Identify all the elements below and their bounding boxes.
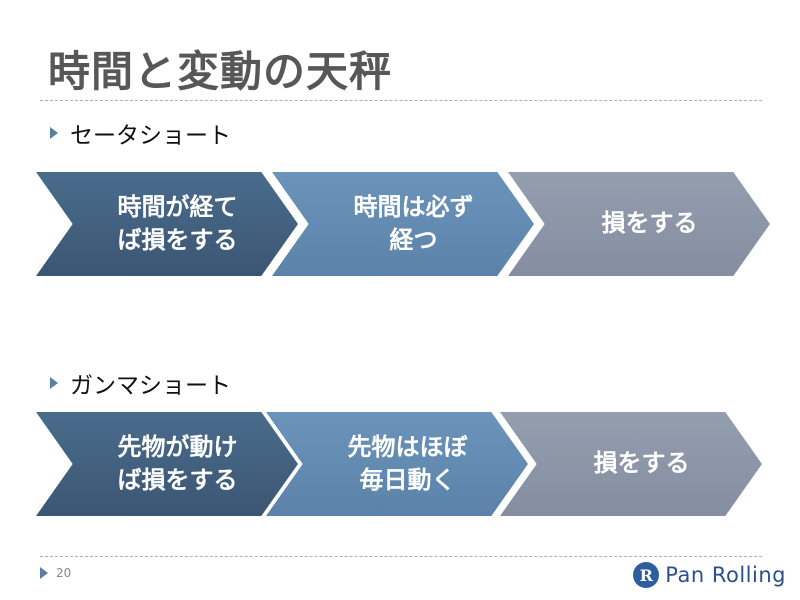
section-heading-text: ガンマショート: [70, 373, 231, 399]
flow-step-line: ば損をする: [117, 466, 238, 494]
flow-step-line: 毎日動く: [359, 466, 456, 494]
pan-rolling-logo: R Pan Rolling: [633, 562, 786, 588]
flow-step-line: 先物はほぼ: [347, 432, 468, 461]
section-heading-gamma-short: ガンマショート: [50, 366, 231, 400]
page-number: 20: [40, 566, 71, 580]
process-flow-gamma-short: 先物が動け ば損をする 先物はほぼ 毎日動く 損をする: [0, 412, 800, 520]
section-heading-theta-short: セータショート: [50, 116, 231, 150]
flow-step-1: 時間が経て ば損をする: [36, 172, 298, 276]
footer-divider: [40, 556, 762, 557]
flow-step-1: 先物が動け ば損をする: [36, 412, 298, 516]
bullet-triangle-icon: [50, 127, 58, 139]
bullet-triangle-icon: [40, 567, 48, 579]
process-flow-theta-short: 時間が経て ば損をする 時間は必ず 経つ 損をする: [0, 172, 800, 280]
flow-step-line: 損をする: [593, 449, 690, 478]
logo-name: Pan Rolling: [665, 563, 786, 587]
bullet-triangle-icon: [50, 377, 58, 389]
flow-step-3: 損をする: [500, 412, 762, 516]
flow-step-line: 時間は必ず: [353, 192, 474, 221]
title-divider: [40, 100, 762, 101]
flow-step-3: 損をする: [508, 172, 770, 276]
flow-step-line: ば損をする: [117, 226, 238, 254]
flow-step-line: 損をする: [601, 209, 698, 238]
flow-step-2: 時間は必ず 経つ: [272, 172, 534, 276]
flow-step-line: 時間が経て: [117, 192, 238, 221]
section-heading-text: セータショート: [70, 123, 231, 149]
flow-step-2: 先物はほぼ 毎日動く: [266, 412, 528, 516]
slide-title: 時間と変動の天秤: [48, 47, 393, 96]
flow-step-line: 経つ: [389, 226, 438, 254]
flow-step-line: 先物が動け: [117, 432, 238, 461]
page-number-text: 20: [56, 566, 72, 580]
pan-rolling-logo-icon: R: [633, 562, 660, 588]
